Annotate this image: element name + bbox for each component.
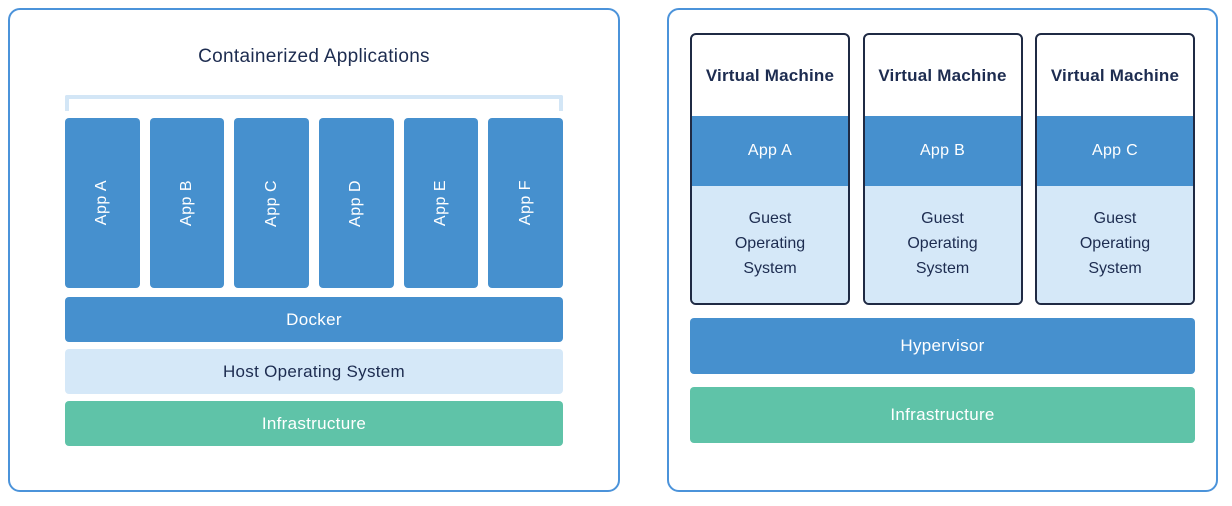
container-app-label: App F — [516, 180, 534, 226]
container-app-label: App B — [178, 179, 195, 227]
containers-group-bracket — [65, 95, 563, 111]
host-os-layer: Host Operating System — [65, 349, 563, 394]
vm-cards-row: Virtual Machine App A Guest Operating Sy… — [690, 33, 1195, 305]
hypervisor-layer: Hypervisor — [690, 318, 1195, 374]
vm-title: Virtual Machine — [705, 65, 835, 85]
vm-guest-os-label: Guest Operating System — [907, 210, 978, 277]
container-app-label: App E — [432, 179, 450, 227]
vm-guest-os-label: Guest Operating System — [1079, 210, 1151, 277]
container-app-d: App D — [319, 118, 394, 288]
docker-layer: Docker — [65, 297, 563, 342]
vm-guest-os: Guest Operating System — [692, 186, 848, 303]
containers-panel: Containerized Applications App A App B A… — [8, 8, 620, 492]
container-apps-row: App A App B App C App D App E App F — [65, 118, 564, 288]
vm-app-band: App C — [1037, 116, 1193, 186]
vm-app-band: App B — [864, 116, 1021, 186]
container-app-f: App F — [488, 118, 564, 288]
container-app-e: App E — [403, 118, 479, 288]
vm-title: Virtual Machine — [1050, 65, 1180, 85]
vm-guest-os: Guest Operating System — [864, 186, 1021, 303]
container-app-c: App C — [234, 118, 310, 288]
container-app-label: App C — [262, 179, 280, 227]
vm-card-2: Virtual Machine App B Guest Operating Sy… — [862, 33, 1023, 305]
vm-guest-os-label: Guest Operating System — [734, 210, 806, 277]
vm-guest-os: Guest Operating System — [1037, 186, 1193, 303]
container-app-a: App A — [65, 118, 140, 288]
infrastructure-layer-left: Infrastructure — [65, 401, 563, 446]
infrastructure-layer-right: Infrastructure — [690, 387, 1195, 443]
vm-card-1: Virtual Machine App A Guest Operating Sy… — [690, 33, 850, 305]
vm-card-3: Virtual Machine App C Guest Operating Sy… — [1035, 33, 1195, 305]
containers-panel-title: Containerized Applications — [198, 46, 430, 67]
container-app-label: App A — [93, 180, 111, 226]
virtual-machines-panel: Virtual Machine App A Guest Operating Sy… — [667, 8, 1218, 492]
vm-title: Virtual Machine — [878, 65, 1007, 85]
container-app-b: App B — [149, 118, 225, 288]
vm-app-band: App A — [692, 116, 848, 186]
container-app-label: App D — [347, 179, 365, 227]
